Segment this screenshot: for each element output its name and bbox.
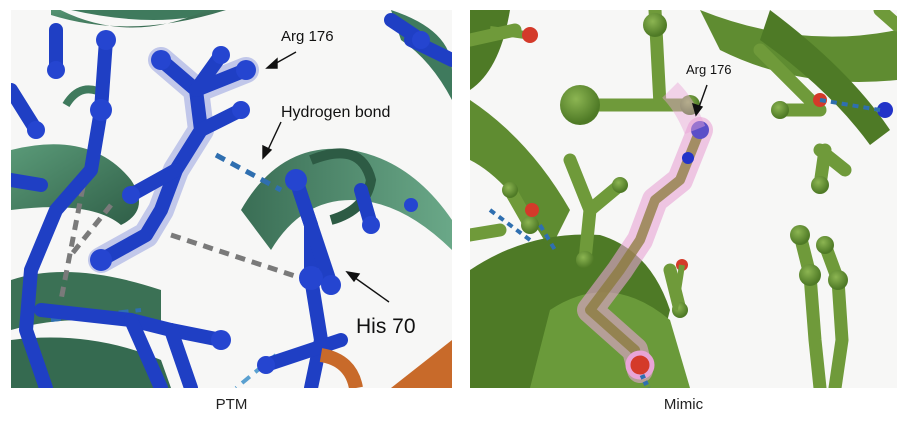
mimic-ribbon-left <box>470 100 570 250</box>
mimic-molecule-render <box>470 10 897 388</box>
ptm-ribbon-right-helix <box>241 148 452 250</box>
ptm-hbond-1 <box>214 152 283 193</box>
ptm-structure-panel: Arg 176 Hydrogen bond His 70 <box>11 10 452 388</box>
ptm-ribbon-helix-arc <box>309 148 377 225</box>
ptm-his-arrow <box>350 274 390 303</box>
mimic-label-arg176: Arg 176 <box>686 62 732 77</box>
ptm-label-arg176: Arg 176 <box>281 28 334 45</box>
mimic-oxygen-atom <box>522 27 538 43</box>
mimic-atom <box>560 85 600 125</box>
ptm-ribbon-top-left <box>71 10 221 20</box>
mimic-arg-highlight <box>577 82 713 388</box>
ptm-atom <box>151 50 171 70</box>
ptm-ribbon-bottom <box>11 337 171 388</box>
ptm-label-his70: His 70 <box>356 315 416 338</box>
ptm-orange-ligand <box>319 340 452 388</box>
mimic-ribbon-left-edge <box>470 10 510 90</box>
ptm-molecule-render <box>11 10 452 388</box>
ptm-gray-bond-1 <box>58 119 99 301</box>
ptm-ribbon-top <box>51 10 226 28</box>
ptm-gray-bond-2 <box>170 232 302 281</box>
ptm-hbond-3 <box>50 308 142 322</box>
mimic-caption: Mimic <box>663 396 704 413</box>
mimic-hbond-2 <box>488 208 532 242</box>
ptm-arg-sidechain <box>94 53 208 267</box>
mimic-hbond-3 <box>538 223 557 252</box>
mimic-ribbon-top-right <box>760 10 890 145</box>
ptm-gray-bond-3 <box>69 203 113 257</box>
mimic-structure-panel: Arg 176 <box>470 10 897 388</box>
mimic-nitrogen-atom <box>877 102 893 118</box>
ptm-caption: PTM <box>215 396 248 413</box>
ptm-label-hydrogen-bond: Hydrogen bond <box>281 104 391 121</box>
